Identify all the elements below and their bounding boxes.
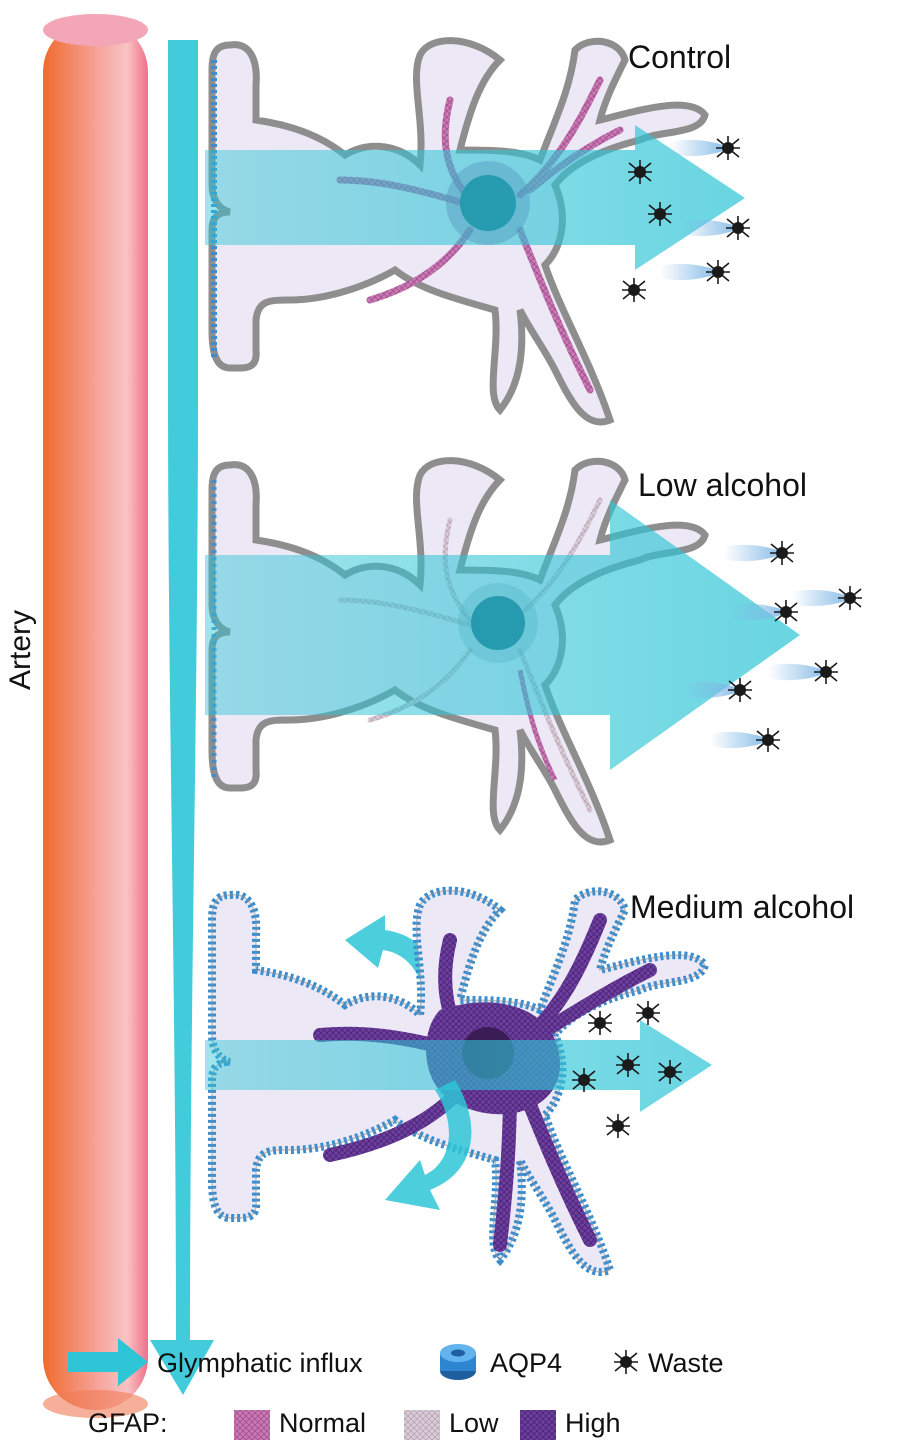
panel-title-control: Control — [628, 39, 731, 75]
vertical-influx-arrow — [150, 40, 214, 1395]
panel-title-medium-alcohol: Medium alcohol — [630, 889, 854, 925]
legend-gfap-normal-label: Normal — [279, 1408, 366, 1438]
legend: Glymphatic influx AQP4 Waste GFAP: Norma… — [68, 1338, 724, 1440]
panel-low-alcohol — [205, 461, 862, 842]
influx-arrow-control — [205, 125, 745, 270]
legend-gfap-prefix: GFAP: — [88, 1408, 168, 1438]
artery-top-cap — [43, 14, 148, 46]
legend-waste-label: Waste — [648, 1348, 724, 1378]
legend-influx-label: Glymphatic influx — [157, 1348, 363, 1378]
gfap-low-swatch — [404, 1410, 440, 1440]
influx-arrow-medium — [205, 1020, 712, 1112]
legend-aqp4-label: AQP4 — [490, 1348, 562, 1378]
legend-gfap-high-label: High — [565, 1408, 621, 1438]
gfap-normal-swatch — [234, 1410, 270, 1440]
recirculating-arrow-down — [385, 1080, 472, 1210]
gfap-high-swatch — [520, 1410, 556, 1440]
legend-influx-arrow — [68, 1338, 148, 1386]
artery-vessel — [43, 20, 148, 1410]
panel-title-low-alcohol: Low alcohol — [638, 467, 807, 503]
legend-gfap-low-label: Low — [449, 1408, 499, 1438]
waste-icon — [613, 1349, 639, 1375]
panel-medium-alcohol — [205, 891, 712, 1272]
influx-arrow-low — [205, 500, 800, 770]
aqp4-icon — [440, 1344, 476, 1380]
artery-label: Artery — [4, 610, 37, 690]
artery — [43, 14, 148, 1418]
panel-control — [205, 41, 750, 422]
